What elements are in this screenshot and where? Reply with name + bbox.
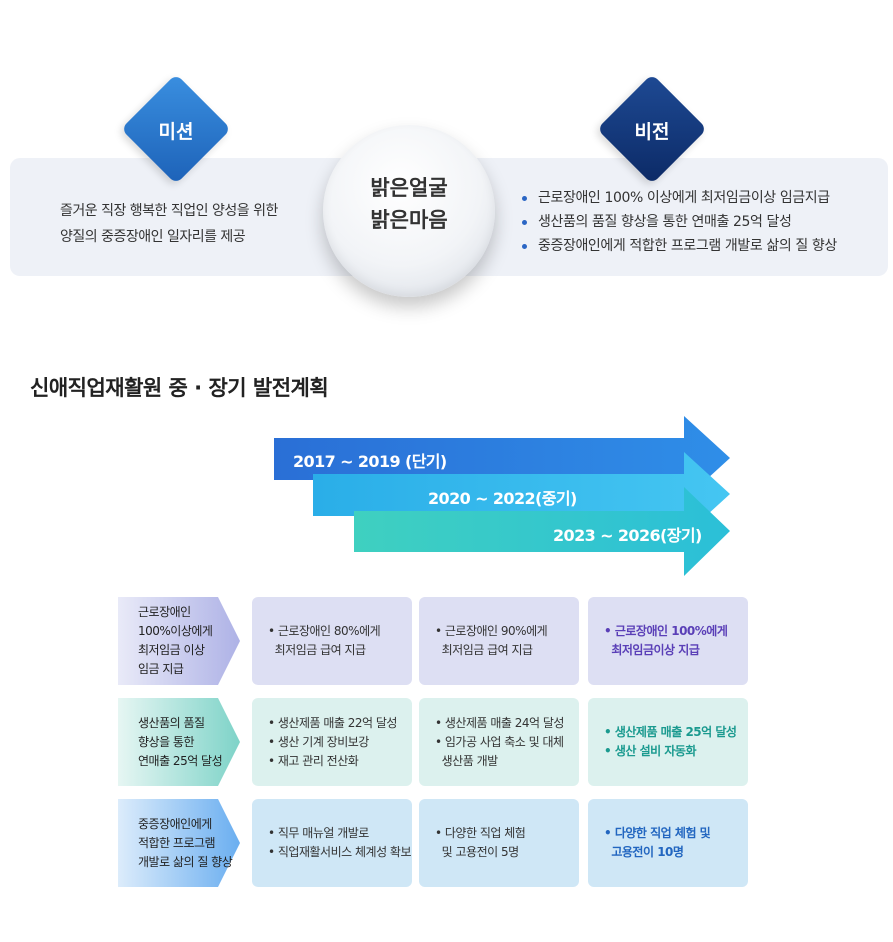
vision-item: 근로장애인 100% 이상에게 최저임금이상 임금지급 [520,186,837,210]
row-label-line: 적합한 프로그램 [138,835,216,850]
cell-line: • 다양한 직업 체험 [435,826,526,840]
plan-title: 신애직업재활원 중 · 장기 발전계획 [30,376,329,400]
mission-badge-label: 미션 [158,121,194,143]
cell-line: • 다양한 직업 체험 및 [604,826,711,840]
plan-cell-mid: • 다양한 직업 체험 및 고용전이 5명 [419,799,579,887]
row-label-wage: 근로장애인 100%이상에게 최저임금 이상 임금 지급 [118,597,240,685]
vision-item: 생산품의 품질 향상을 통한 연매출 25억 달성 [520,210,837,234]
row-label-line: 향상을 통한 [138,734,195,749]
row-label-line: 개발로 삶의 질 향상 [138,854,233,869]
mission-line: 양질의 중증장애인 일자리를 제공 [60,229,246,245]
cell-line: 최저임금 급여 지급 [268,643,366,657]
slogan-line: 밝은얼굴 [370,176,448,200]
cell-line: • 근로장애인 80%에게 [268,624,381,638]
cell-line: 최저임금이상 지급 [604,643,700,657]
row-label-line: 임금 지급 [138,662,184,676]
cell-line: • 생산제품 매출 22억 달성 [268,715,397,730]
slogan-circle [323,125,495,297]
vision-list: 근로장애인 100% 이상에게 최저임금이상 임금지급 생산품의 품질 향상을 … [520,186,837,258]
plan-cell-short: • 근로장애인 80%에게 최저임금 급여 지급 [252,597,412,685]
plan-cell-mid: • 근로장애인 90%에게 최저임금 급여 지급 [419,597,579,685]
cell-line: 및 고용전이 5명 [435,845,520,859]
vision-item: 중증장애인에게 적합한 프로그램 개발로 삶의 질 향상 [520,234,837,258]
cell-line: • 재고 관리 전산화 [268,753,359,768]
row-label-tab [118,698,240,786]
cell-line: • 생산제품 매출 24억 달성 [435,715,564,730]
row-label-line: 중증장애인에게 [138,816,212,831]
cell-line: 생산품 개발 [435,753,499,768]
mission-description: 즐거운 직장 행복한 직업인 양성을 위한 양질의 중증장애인 일자리를 제공 [60,198,278,250]
cell-line: • 직업재활서비스 체계성 확보 [268,845,412,859]
cell-line: • 근로장애인 100%에게 [604,624,728,638]
plan-cell-short: • 직무 매뉴얼 개발로 • 직업재활서비스 체계성 확보 [252,799,412,887]
vision-badge-label: 비전 [634,121,670,143]
row-label-sales: 생산품의 품질 향상을 통한 연매출 25억 달성 [118,698,240,786]
cell-line: • 근로장애인 90%에게 [435,624,548,638]
slogan-line: 밝은마음 [370,208,448,232]
slogan-text: 밝은얼굴 밝은마음 [323,172,495,236]
period-label-short: 2017 ~ 2019 (단기) [293,452,447,471]
cell-line: • 생산 기계 장비보강 [268,734,369,749]
cell-line: 고용전이 10명 [604,845,684,859]
plan-cell-mid: • 생산제품 매출 24억 달성 • 임가공 사업 축소 및 대체 생산품 개발 [419,698,579,786]
mission-line: 즐거운 직장 행복한 직업인 양성을 위한 [60,203,278,219]
plan-cell-short: • 생산제품 매출 22억 달성 • 생산 기계 장비보강 • 재고 관리 전산화 [252,698,412,786]
row-label-tab [118,597,240,685]
cell-line: • 임가공 사업 축소 및 대체 [435,734,564,749]
plan-cell-long: • 생산제품 매출 25억 달성 • 생산 설비 자동화 [588,698,748,786]
period-label-long: 2023 ~ 2026(장기) [553,526,702,545]
row-label-line: 근로장애인 [138,605,191,619]
period-label-mid: 2020 ~ 2022(중기) [428,489,577,508]
row-label-line: 생산품의 품질 [138,715,205,730]
plan-cell-long: • 다양한 직업 체험 및 고용전이 10명 [588,799,748,887]
cell-line: 최저임금 급여 지급 [435,643,533,657]
row-label-line: 100%이상에게 [138,624,213,638]
plan-cell-long: • 근로장애인 100%에게 최저임금이상 지급 [588,597,748,685]
cell-line: • 생산 설비 자동화 [604,744,696,758]
row-label-line: 연매출 25억 달성 [138,753,223,768]
row-label-line: 최저임금 이상 [138,643,205,657]
row-label-tab [118,799,240,887]
cell-line: • 생산제품 매출 25억 달성 [604,725,737,739]
period-arrow-long [354,487,730,576]
cell-line: • 직무 매뉴얼 개발로 [268,826,369,840]
row-label-quality-of-life: 중증장애인에게 적합한 프로그램 개발로 삶의 질 향상 [118,799,240,887]
